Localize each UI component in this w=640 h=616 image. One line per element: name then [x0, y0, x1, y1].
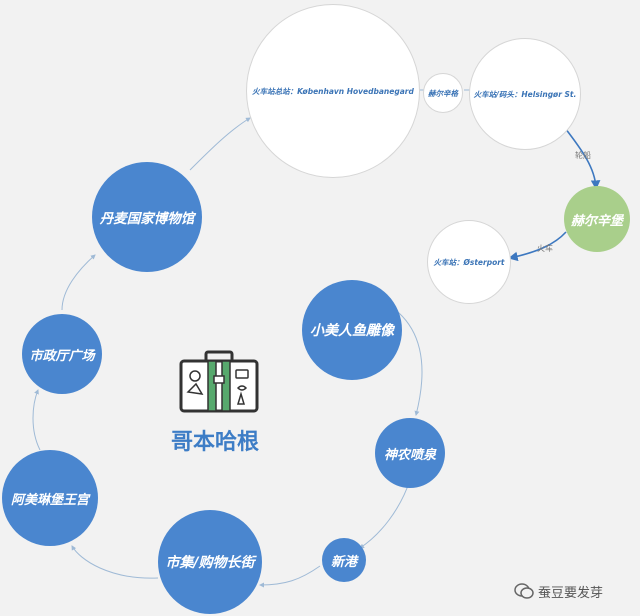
ferry-connector [564, 127, 601, 190]
node-city-hall: 市政厅广场 [22, 314, 102, 394]
watermark-text: 蚕豆要发芽 [538, 585, 604, 601]
node-helsingor-small: 赫尔辛格 [423, 73, 463, 113]
node-stroget-label: 市集/购物长街 [165, 555, 255, 571]
node-nyhavn-label: 新港 [330, 554, 357, 570]
node-amalienborg-label: 阿美琳堡王宫 [10, 492, 89, 508]
ferry-label: 轮船 [575, 151, 591, 160]
node-helsingor-castle: 赫尔辛堡 [564, 186, 630, 252]
connector-fountain-nyhavn [359, 479, 411, 549]
node-central-station: 火车站总站：København Hovedbanegard [246, 4, 420, 178]
node-stroget: 市集/购物长街 [158, 510, 262, 614]
connector-museum-central [189, 117, 251, 171]
node-gefion-fountain-label: 神农喷泉 [383, 447, 436, 463]
node-amalienborg: 阿美琳堡王宫 [2, 450, 98, 546]
node-osterport-label: 火车站：Østerport [433, 257, 505, 267]
connector-cityhall-museum [61, 254, 96, 311]
connector-nyhavn-stroget [259, 565, 321, 588]
node-osterport: 火车站：Østerport [427, 220, 511, 304]
node-little-mermaid: 小美人鱼雕像 [302, 280, 402, 380]
node-gefion-fountain: 神农喷泉 [375, 418, 445, 488]
train-label: 火车 [537, 244, 553, 253]
node-central-station-label: 火车站总站：København Hovedbanegard [252, 86, 414, 96]
watermark: 蚕豆要发芽 [514, 580, 636, 602]
train-connector [508, 231, 567, 262]
node-nyhavn: 新港 [322, 538, 366, 582]
wechat-icon [514, 583, 534, 599]
center-title: 哥本哈根 [170, 430, 259, 455]
connector-stroget-amalienborg [71, 545, 159, 579]
node-helsingor-small-label: 赫尔辛格 [428, 88, 458, 98]
node-national-museum-label: 丹麦国家博物馆 [99, 211, 195, 227]
node-helsingor-station-label: 火车站/码头：Helsingør St. [473, 89, 577, 99]
suitcase-icon [179, 350, 259, 413]
node-helsingor-castle-label: 赫尔辛堡 [570, 213, 623, 229]
node-little-mermaid-label: 小美人鱼雕像 [310, 323, 394, 339]
connector-amalienborg-cityhall [32, 389, 41, 451]
node-helsingor-station: 火车站/码头：Helsingør St. [469, 38, 581, 150]
node-city-hall-label: 市政厅广场 [29, 348, 95, 364]
node-national-museum: 丹麦国家博物馆 [92, 162, 202, 272]
